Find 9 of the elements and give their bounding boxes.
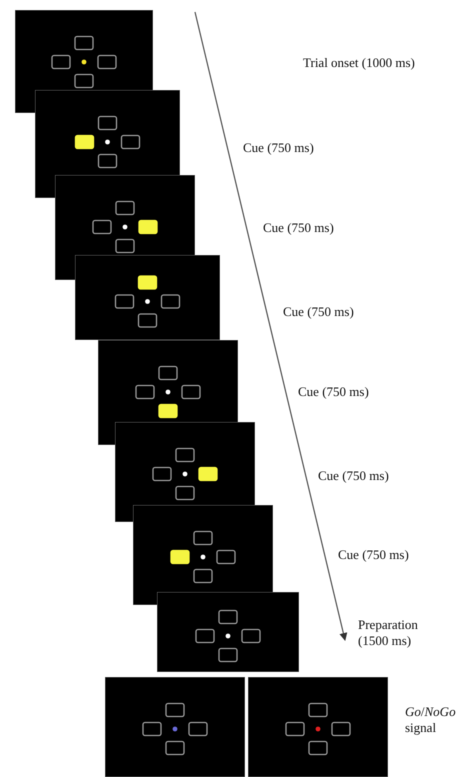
timing-label: Trial onset (1000 ms) xyxy=(303,55,416,71)
timing-label: Cue (750 ms) xyxy=(283,304,355,320)
timing-label: Cue (750 ms) xyxy=(298,384,370,400)
timing-label: Cue (750 ms) xyxy=(263,220,335,236)
timing-label: Go/NoGo signal xyxy=(405,704,457,736)
timing-label: Cue (750 ms) xyxy=(243,140,315,156)
timing-label: Cue (750 ms) xyxy=(338,547,410,563)
timing-label: Cue (750 ms) xyxy=(318,468,390,484)
timing-label: Preparation (1500 ms) xyxy=(358,617,419,649)
